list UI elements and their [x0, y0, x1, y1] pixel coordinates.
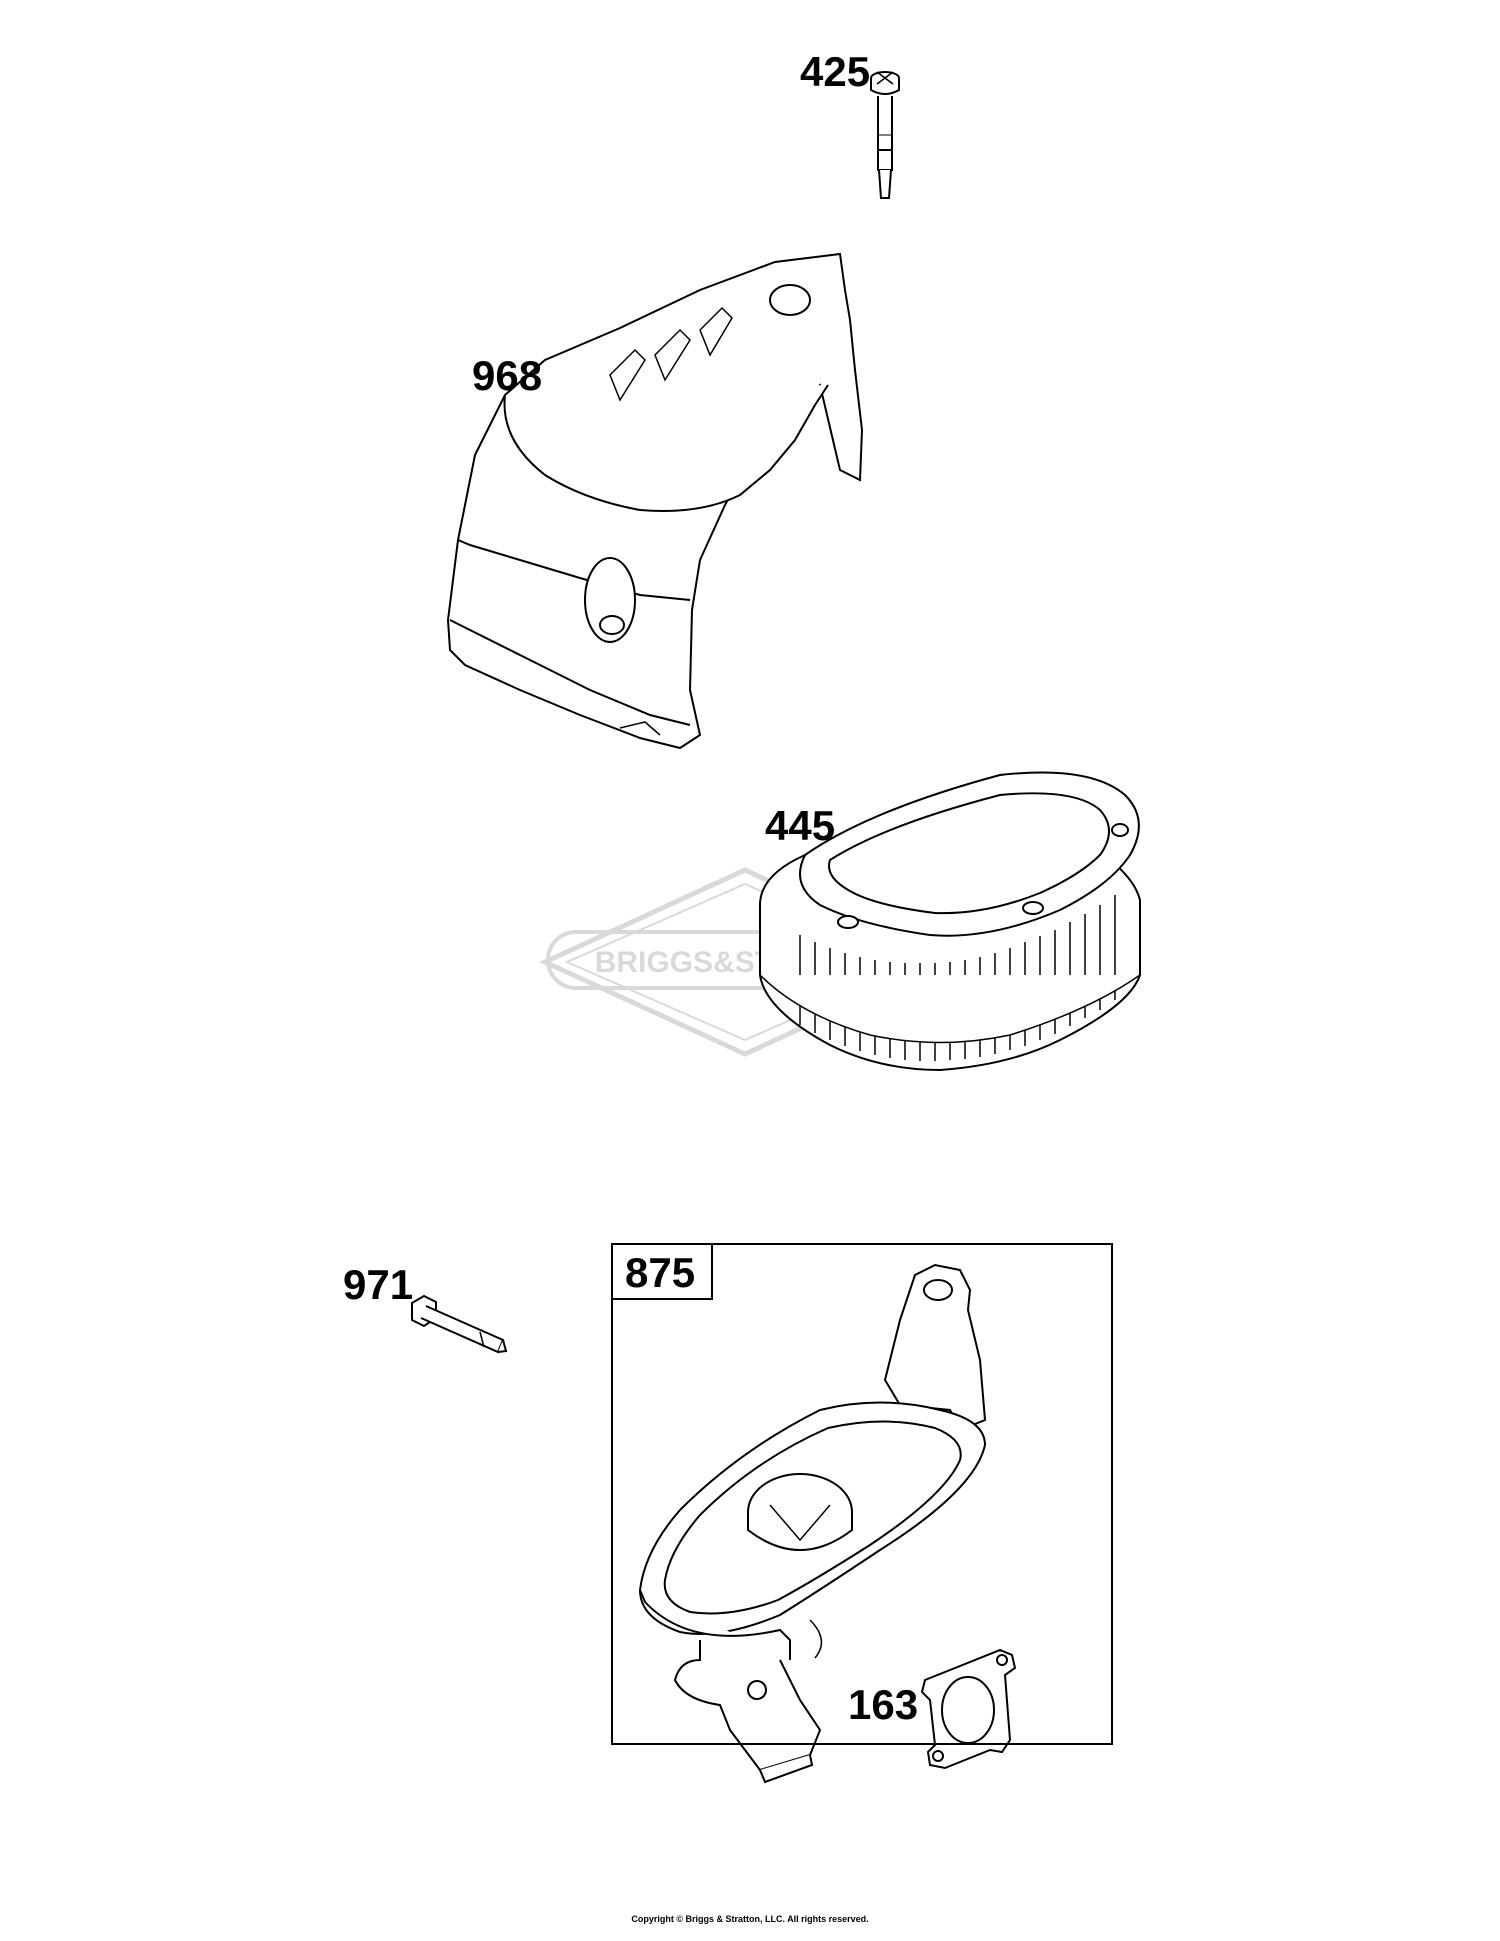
air-filter-445: [760, 773, 1140, 1071]
callout-163: 163: [848, 1681, 919, 1728]
bolt-971: [412, 1296, 506, 1352]
callout-875: 875: [625, 1249, 696, 1296]
kit-875-frame: 875: [611, 1243, 1113, 1745]
copyright-footer: Copyright © Briggs & Stratton, LLC. All …: [631, 1914, 869, 1924]
callout-971: 971: [343, 1261, 414, 1308]
callout-425: 425: [800, 48, 871, 95]
callout-445: 445: [765, 802, 836, 849]
air-cleaner-base-875: [640, 1265, 985, 1782]
air-cleaner-cover-968: [448, 254, 862, 748]
kit-875-label-box: 875: [613, 1245, 713, 1300]
screw-425: [871, 72, 899, 198]
callout-968: 968: [472, 352, 543, 399]
